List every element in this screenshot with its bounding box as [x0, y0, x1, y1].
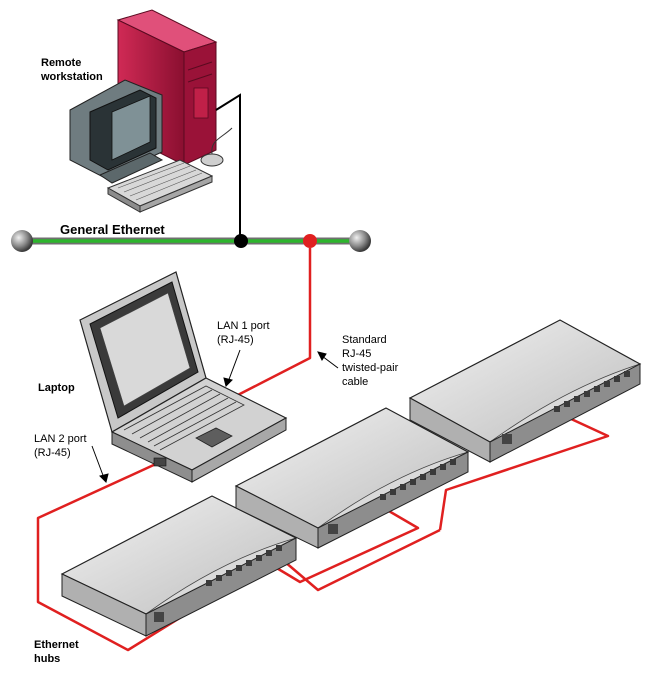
ethernet-hub-3	[408, 319, 642, 463]
hub1-hub2-cable-b	[277, 528, 441, 592]
workstation-monitor	[69, 79, 164, 184]
general-ethernet-label: General Ethernet	[60, 222, 165, 237]
workstation-mouse	[200, 153, 224, 167]
lan1-port-label: LAN 1 port (RJ-45)	[217, 320, 270, 346]
remote-workstation	[69, 9, 241, 238]
workstation-keyboard	[106, 159, 214, 213]
twisted-pair-cables	[36, 248, 610, 652]
laptop-junction	[303, 234, 317, 248]
workstation-junction	[234, 234, 248, 248]
lan2-cable	[36, 461, 213, 652]
hub1-hub2-cable	[269, 505, 420, 584]
ethernet-hub-1	[60, 495, 298, 637]
lan1-cable	[231, 248, 312, 400]
laptop-label: Laptop	[38, 382, 75, 394]
pointer-lines	[91, 349, 339, 483]
general-ethernet-bus	[11, 230, 371, 252]
hub2-hub3-cable	[438, 410, 610, 531]
lan2-port-label: LAN 2 port (RJ-45)	[34, 433, 87, 459]
ethernet-hub-2	[234, 407, 470, 549]
remote-workstation-label: Remote workstation	[41, 57, 103, 83]
laptop	[79, 271, 288, 483]
ethernet-hubs-label: Ethernet hubs	[34, 639, 79, 665]
right-terminator	[349, 230, 371, 252]
workstation-cable	[215, 93, 241, 238]
standard-cable-label: Standard RJ-45 twisted-pair cable	[342, 334, 399, 388]
left-terminator	[11, 230, 33, 252]
